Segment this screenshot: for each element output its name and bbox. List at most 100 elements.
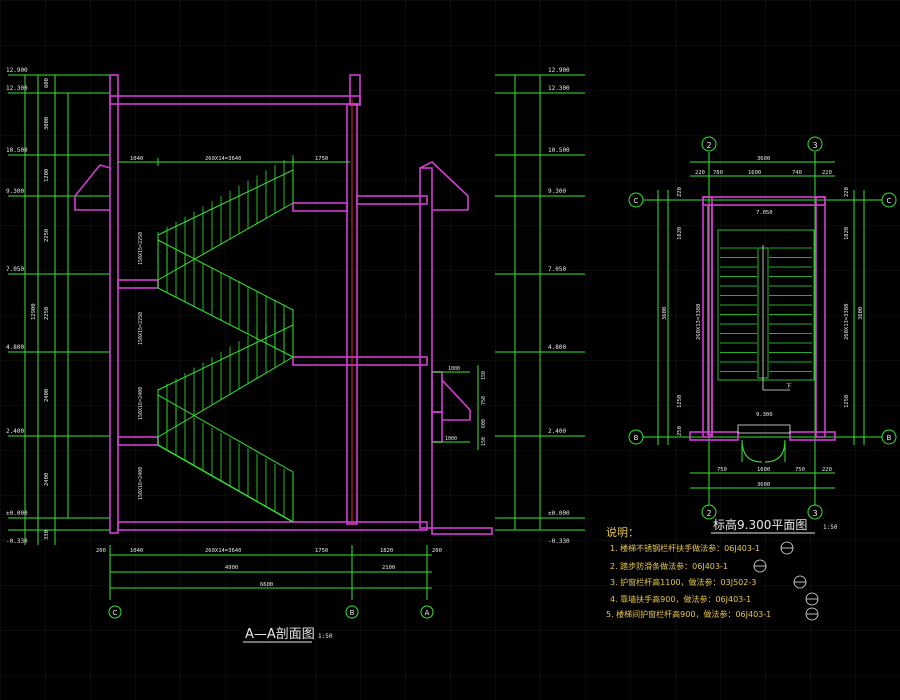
bottom-dim-r1-3: 1750 [315,548,328,554]
plan-axis-side-b-left: B [634,434,639,442]
left-dimension-lines [8,74,110,545]
flight-label-2: 150X16=2400 [138,387,144,420]
plan-bottom-dim-2: 750 [795,467,805,473]
top-dim-1: 260X14=3640 [205,156,241,162]
plan-up-label: 下 [786,383,792,390]
bottom-dim-r1-4: 1820 [380,548,393,554]
detail-ref-icon-4 [805,592,819,606]
plan-axis-side-b-right: B [887,434,892,442]
top-dimension-line [118,158,350,166]
axis-label-b: B [350,609,355,617]
plan-right-dim-2: 260X13=3380 [844,304,850,340]
plan-left-dim-2: 3600 [662,307,668,320]
note-4: 4. 靠墙扶手高900，做法参：06J403-1 [610,594,751,604]
elev-left-0: 12.900 [6,67,28,74]
notes-heading: 说明： [606,525,639,539]
plan-axis-bottom-3: 3 [812,509,817,518]
small-dim-0: 1000 [448,366,460,372]
axis-label-a: A [425,609,430,617]
small-dim-lines [432,365,479,450]
plan-door [741,439,786,463]
axis-bubble-c: C [108,605,122,619]
plan-axis-bubble-2-top: 2 [701,136,717,152]
section-title: A—A剖面图 [245,627,315,642]
bottom-dim-r1-0: 200 [96,548,106,554]
dim-left-3: 2250 [44,229,50,242]
left-elevation-labels: 12.900 12.300 10.500 9.300 7.050 4.800 2… [6,67,28,545]
small-dims: 1000 1000 150 750 600 150 [445,366,487,446]
notes-block: 说明： 1. 楼梯不锈钢栏杆扶手做法参：06J403-1 2. 踏步防滑条做法参… [606,525,819,621]
section-axis-bubbles: C B A [108,605,434,619]
bottom-dim-r1-1: 1040 [130,548,143,554]
dim-left-0: 600 [44,78,50,88]
stair-balusters [157,155,294,522]
section-scale: 1:50 [318,633,333,640]
plan-axis-side-c-right: C [887,197,892,205]
axis-bubble-a: A [420,605,434,619]
plan-top-dim-3: 740 [792,170,802,176]
bottom-dim-r3: 6600 [260,582,273,588]
bottom-dim-r2-1: 2100 [382,565,395,571]
dim-left-1: 3000 [44,117,50,130]
plan-elev-top: 7.050 [756,210,773,216]
section-view: 12.900 12.300 10.500 9.300 7.050 4.800 2… [6,67,585,643]
elev-right-8: -0.330 [548,538,570,545]
note-3: 3. 护窗栏杆高1100，做法参：03J502-3 [610,577,756,587]
top-dims: 1040 260X14=3640 1750 [130,156,328,162]
elev-left-1: 12.300 [6,85,28,92]
right-elevation-labels: 12.900 12.300 10.500 9.300 7.050 4.800 2… [548,67,570,545]
plan-left-dim-3: 1250 [677,395,683,408]
plan-right-dim-3: 3600 [858,307,864,320]
dim-left-5: 2400 [44,389,50,402]
note-5: 5. 楼梯间护窗栏杆高900，做法参：06J403-1 [606,609,771,619]
plan-axis-top-2: 2 [706,141,711,150]
plan-dim-values: 3600 220 780 1600 740 220 750 1600 750 2… [662,156,864,488]
elev-right-7: ±0.000 [548,510,570,517]
dim-left-6: 2400 [44,473,50,486]
plan-right-dim-0: 220 [844,187,850,197]
bottom-dims: 200 1040 260X14=3640 1750 1820 200 4900 … [96,548,442,588]
plan-door-frame [737,424,791,434]
plan-top-dim-4: 220 [822,170,832,176]
detail-ref-icon-2 [753,559,767,573]
small-dim-1: 1000 [445,436,457,442]
small-dim-4: 600 [481,419,487,428]
detail-ref-icon-1 [780,541,794,555]
top-dim-0: 1040 [130,156,143,162]
plan-left-dim-4: 250 [677,426,683,436]
plan-top-dim-total: 3600 [757,156,770,162]
note-1: 1. 楼梯不锈钢栏杆扶手做法参：06J403-1 [610,543,760,553]
small-dim-2: 150 [481,371,487,380]
plan-stair-treads [720,247,812,372]
axis-bubble-b: B [345,605,359,619]
note-detail-symbols [753,541,819,621]
right-dimension-lines [495,74,585,531]
flight-label-3: 150X16=2400 [138,467,144,500]
top-dim-2: 1750 [315,156,328,162]
plan-bottom-dim-0: 750 [717,467,727,473]
elev-left-6: 2.400 [6,428,24,435]
elev-right-4: 7.050 [548,266,566,273]
plan-elev-bottom: 9.300 [756,412,773,418]
elev-left-8: -0.330 [6,538,28,545]
plan-axis-bottom-2: 2 [706,509,711,518]
elev-right-2: 10.500 [548,147,570,154]
axis-label-c: C [113,609,118,617]
plan-axis-bubble-3-top: 3 [807,136,823,152]
detail-ref-icon-5 [805,607,819,621]
plan-left-dim-1: 1820 [677,227,683,240]
dim-left-7: 330 [44,530,50,540]
plan-axis-side-c-left: C [634,197,639,205]
plan-bottom-dim-total: 3600 [757,482,770,488]
elev-right-6: 2.400 [548,428,566,435]
flight-labels: 150X15=2250 150X15=2250 150X16=2400 150X… [138,232,144,500]
plan-top-dim-0: 220 [695,170,705,176]
detail-ref-icon-3 [793,575,807,589]
elev-right-5: 4.800 [548,344,566,351]
dim-left-2: 1200 [44,169,50,182]
elev-left-3: 9.300 [6,188,24,195]
plan-bottom-dim-3: 220 [822,467,832,473]
bottom-dim-r1-5: 200 [432,548,442,554]
elev-right-1: 12.300 [548,85,570,92]
